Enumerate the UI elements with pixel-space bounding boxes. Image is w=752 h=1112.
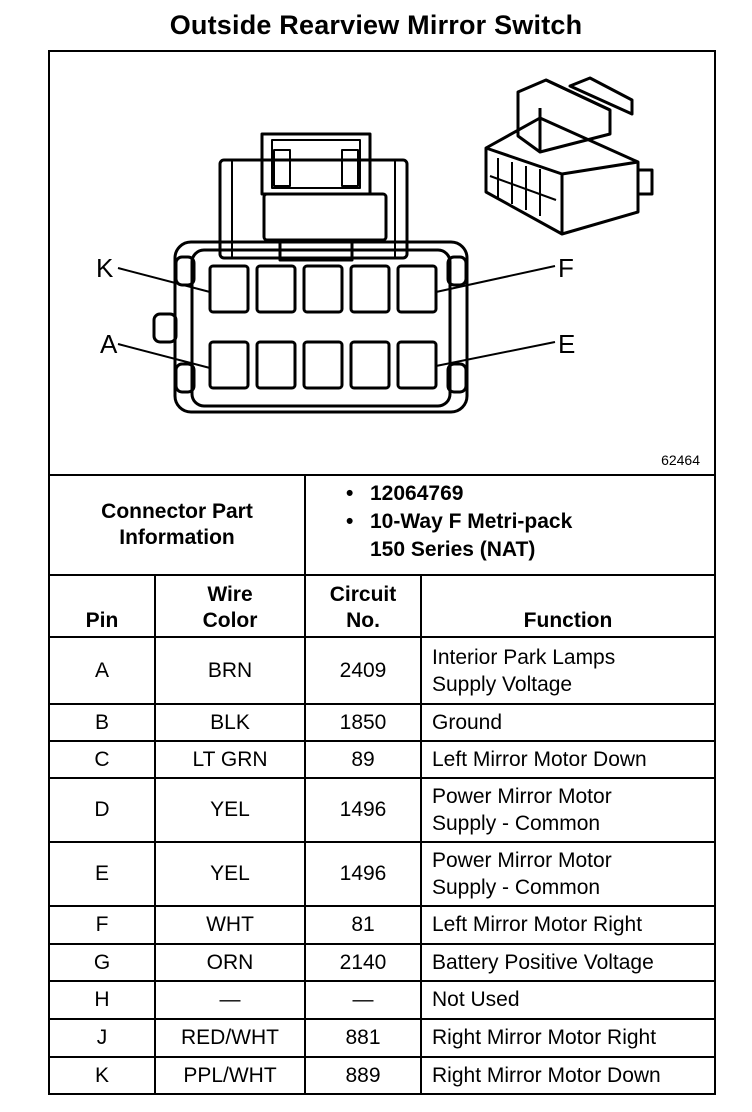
function-line: Supply Voltage — [432, 672, 573, 696]
table-cell-pin: E — [94, 862, 109, 885]
table-cell-function: Not Used — [422, 981, 714, 1018]
divider — [154, 576, 156, 1095]
table-cell-pin: C — [94, 747, 110, 771]
divider — [50, 980, 714, 982]
divider — [50, 574, 714, 576]
table-cell-wire: YEL — [210, 798, 250, 821]
connector-description-line2: 150 Series (NAT) — [370, 538, 536, 561]
function-line: Power Mirror Motor — [432, 848, 612, 872]
divider — [50, 905, 714, 907]
divider — [50, 1018, 714, 1020]
table-cell-pin: F — [95, 913, 109, 936]
table-cell-wire: RED/WHT — [181, 1026, 279, 1049]
divider — [50, 841, 714, 843]
connector-info-label-line2: Information — [119, 526, 235, 549]
table-cell-pin: K — [94, 1064, 109, 1087]
table-cell-pin: D — [94, 798, 110, 821]
function-line: Right Mirror Motor Down — [432, 1064, 661, 1087]
header-pin: Pin — [85, 609, 119, 632]
connector-3d-view — [484, 76, 654, 236]
header-wire-color: Wire Color — [202, 583, 258, 632]
table-frame — [48, 50, 716, 1095]
table-cell-wire: PPL/WHT — [183, 1064, 277, 1087]
connector-info-label: Connector Part Information — [50, 476, 304, 574]
connector-info-list: •12064769 •10-Way F Metri-pack 150 Serie… — [346, 480, 572, 564]
table-cell-function: Right Mirror Motor Right — [422, 1019, 714, 1056]
callout-a: A — [100, 329, 118, 359]
divider — [304, 576, 306, 1095]
connector-latch — [218, 132, 409, 262]
table-cell-function: Ground — [422, 704, 714, 740]
divider — [50, 777, 714, 779]
table-cell-wire: LT GRN — [192, 747, 268, 771]
table-cell-wire: — — [219, 988, 241, 1011]
function-line: Battery Positive Voltage — [432, 950, 654, 974]
callout-f: F — [558, 253, 574, 283]
connector-body — [152, 240, 469, 414]
divider — [50, 1056, 714, 1058]
function-line: Right Mirror Motor Right — [432, 1026, 657, 1049]
figure-number: 62464 — [661, 452, 700, 468]
table-cell-function: Left Mirror Motor Right — [422, 906, 714, 943]
function-line: Not Used — [432, 988, 520, 1011]
divider — [50, 943, 714, 945]
page-title: Outside Rearview Mirror Switch — [169, 10, 583, 40]
header-function: Function — [523, 609, 613, 632]
function-line: Left Mirror Motor Right — [432, 913, 643, 936]
function-line: Supply - Common — [432, 811, 601, 835]
table-cell-circuit: 81 — [351, 913, 375, 936]
function-line: Ground — [432, 710, 503, 734]
pin-cavities — [208, 264, 438, 390]
table-cell-pin: J — [96, 1026, 108, 1049]
table-cell-function: Right Mirror Motor Down — [422, 1057, 714, 1094]
table-cell-circuit: 1496 — [339, 798, 387, 821]
divider — [50, 636, 714, 638]
table-cell-wire: BRN — [207, 659, 253, 682]
callout-k: K — [96, 253, 114, 283]
table-cell-pin: H — [94, 988, 110, 1011]
divider — [50, 474, 714, 476]
function-line: Left Mirror Motor Down — [432, 747, 647, 771]
table-cell-circuit: 1496 — [339, 862, 387, 885]
divider — [420, 576, 422, 1095]
table-cell-circuit: 2140 — [339, 950, 387, 974]
table-cell-pin: A — [94, 659, 109, 682]
table-cell-wire: BLK — [210, 710, 250, 734]
function-line: Supply - Common — [432, 875, 601, 899]
table-cell-wire: WHT — [206, 913, 254, 936]
divider — [50, 703, 714, 705]
callout-e: E — [558, 329, 575, 359]
table-cell-wire: ORN — [206, 950, 254, 974]
function-line: Power Mirror Motor — [432, 784, 612, 808]
function-line: Interior Park Lamps — [432, 645, 616, 669]
connector-description: 10-Way F Metri-pack — [370, 510, 573, 533]
part-number: 12064769 — [370, 482, 464, 505]
leader-lines — [117, 265, 556, 369]
divider — [304, 476, 306, 576]
table-cell-wire: YEL — [210, 862, 250, 885]
table-cell-circuit: 881 — [345, 1026, 381, 1049]
table-cell-circuit: 2409 — [339, 659, 387, 682]
divider — [50, 740, 714, 742]
table-cell-circuit: 1850 — [339, 710, 387, 734]
connector-diagram: K A F E — [96, 76, 654, 414]
table-cell-circuit: 889 — [345, 1064, 381, 1087]
table-cell-function: Battery Positive Voltage — [422, 944, 714, 980]
table-cell-pin: B — [94, 710, 109, 734]
header-circuit: Circuit No. — [329, 583, 397, 632]
connector-info-label-line1: Connector Part — [101, 500, 253, 523]
table-cell-circuit: 89 — [351, 747, 375, 771]
table-cell-pin: G — [93, 950, 111, 974]
table-cell-circuit: — — [352, 988, 374, 1011]
table-cell-function: Left Mirror Motor Down — [422, 741, 714, 777]
